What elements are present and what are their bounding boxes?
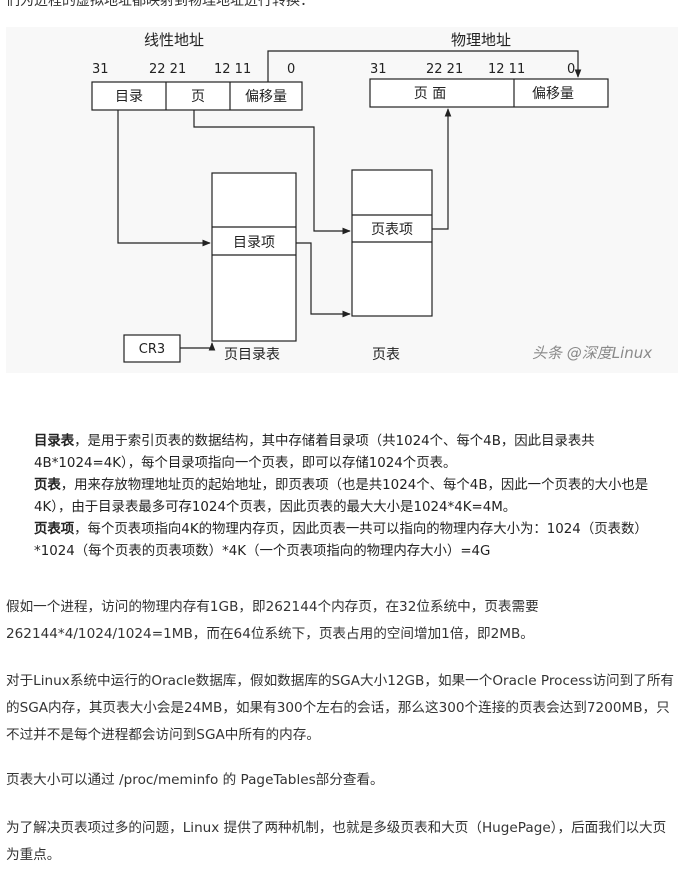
linear-bit-0: 0 (287, 62, 295, 77)
physical-bit-22-21: 22 21 (426, 62, 463, 77)
physical-bit-12-11: 12 11 (488, 62, 525, 77)
page-table (351, 169, 433, 317)
page-table-entry-label: 页表项 (371, 222, 413, 238)
linear-field-offset: 偏移量 (245, 89, 287, 105)
cr3-label: CR3 (139, 342, 165, 357)
linear-bit-12-11: 12 11 (214, 62, 251, 77)
directory-arrow (117, 110, 211, 247)
definition-directory-table: 目录表，是用于索引页表的数据结构，其中存储着目录项（共1024个、每个4B，因此… (6, 431, 678, 475)
physical-field-page: 页 面 (414, 86, 446, 102)
directory-to-pagetable-arrow (296, 242, 351, 318)
page-directory-table (211, 172, 297, 342)
desc-page-table: ，用来存放物理地址页的起始地址，即页表项（也是共1024个、每个4B，因此一个页… (34, 478, 649, 515)
paragraph-1gb-example: 假如一个进程，访问的物理内存有1GB，即262144个内存页，在32位系统中，页… (6, 599, 539, 642)
top-partial-text: 们为进程的虚拟地址都映射到物理地址进行转换： (6, 0, 314, 9)
desc-directory-table: ，是用于索引页表的数据结构，其中存储着目录项（共1024个、每个4B，因此目录表… (34, 434, 595, 471)
paragraph-oracle-sga: 对于Linux系统中运行的Oracle数据库，假如数据库的SGA大小12GB，如… (6, 673, 675, 743)
physical-bit-0: 0 (567, 62, 575, 77)
paging-diagram-svg: 线性地址 物理地址 31 22 21 12 11 0 目录 页 偏移量 31 2… (91, 31, 652, 363)
cr3-arrow (180, 342, 216, 351)
paragraph-hugepage: 为了解决页表项过多的问题，Linux 提供了两种机制，也就是多级页表和大页（Hu… (6, 820, 667, 863)
offset-arrow (267, 50, 582, 82)
definition-page-table-entry: 页表项，每个页表项指向4K的物理内存页，因此页表一共可以指向的物理内存大小为：1… (6, 519, 678, 563)
definition-callout: 目录表，是用于索引页表的数据结构，其中存储着目录项（共1024个、每个4B，因此… (6, 431, 678, 575)
linear-field-page: 页 (191, 89, 205, 105)
linear-bit-22-21: 22 21 (149, 62, 186, 77)
term-directory-table: 目录表 (34, 434, 75, 449)
term-page-table-entry: 页表项 (34, 522, 75, 537)
desc-page-table-entry: ，每个页表项指向4K的物理内存页，因此页表一共可以指向的物理内存大小为：1024… (34, 522, 648, 559)
directory-entry-label: 目录项 (233, 235, 275, 251)
physical-bit-31: 31 (370, 62, 387, 77)
linear-field-directory: 目录 (115, 89, 143, 105)
paging-diagram: 线性地址 物理地址 31 22 21 12 11 0 目录 页 偏移量 31 2… (6, 27, 678, 373)
definition-page-table: 页表，用来存放物理地址页的起始地址，即页表项（也是共1024个、每个4B，因此一… (6, 475, 678, 519)
physical-field-offset: 偏移量 (532, 86, 574, 102)
page-arrow (193, 110, 351, 235)
linear-address-box (91, 81, 303, 111)
paragraph-meminfo: 页表大小可以通过 /proc/meminfo 的 PageTables部分查看。 (6, 772, 384, 788)
page-table-label: 页表 (372, 347, 400, 363)
physical-address-title: 物理地址 (451, 31, 511, 49)
linear-address-title: 线性地址 (144, 31, 204, 49)
linear-bit-31: 31 (92, 62, 109, 77)
term-page-table: 页表 (34, 478, 61, 493)
physical-address-box (369, 78, 609, 108)
pagetable-to-physical-arrow (432, 108, 452, 230)
watermark: 头条 @深度Linux (532, 344, 652, 362)
page-directory-table-label: 页目录表 (224, 347, 280, 363)
